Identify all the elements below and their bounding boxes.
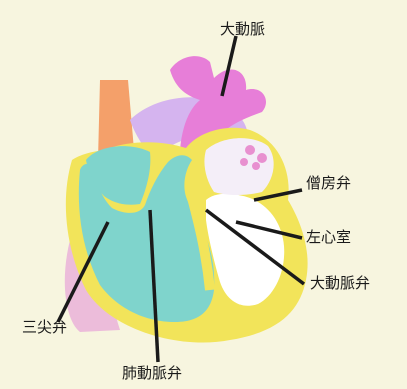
pulmonary-vein-dot	[252, 162, 260, 170]
label-left-ventricle: 左心室	[306, 230, 351, 245]
label-aorta: 大動脈	[220, 22, 265, 37]
pulmonary-vein-dot	[245, 145, 255, 155]
left-atrium-interior	[204, 138, 273, 195]
label-aortic-valve: 大動脈弁	[310, 276, 370, 291]
label-pulmonary-valve: 肺動脈弁	[122, 366, 182, 381]
label-tricuspid-valve: 三尖弁	[22, 320, 67, 335]
pulmonary-vein-dot	[257, 153, 267, 163]
pulmonary-vein-dot	[240, 158, 248, 166]
label-mitral-valve: 僧房弁	[306, 176, 351, 191]
